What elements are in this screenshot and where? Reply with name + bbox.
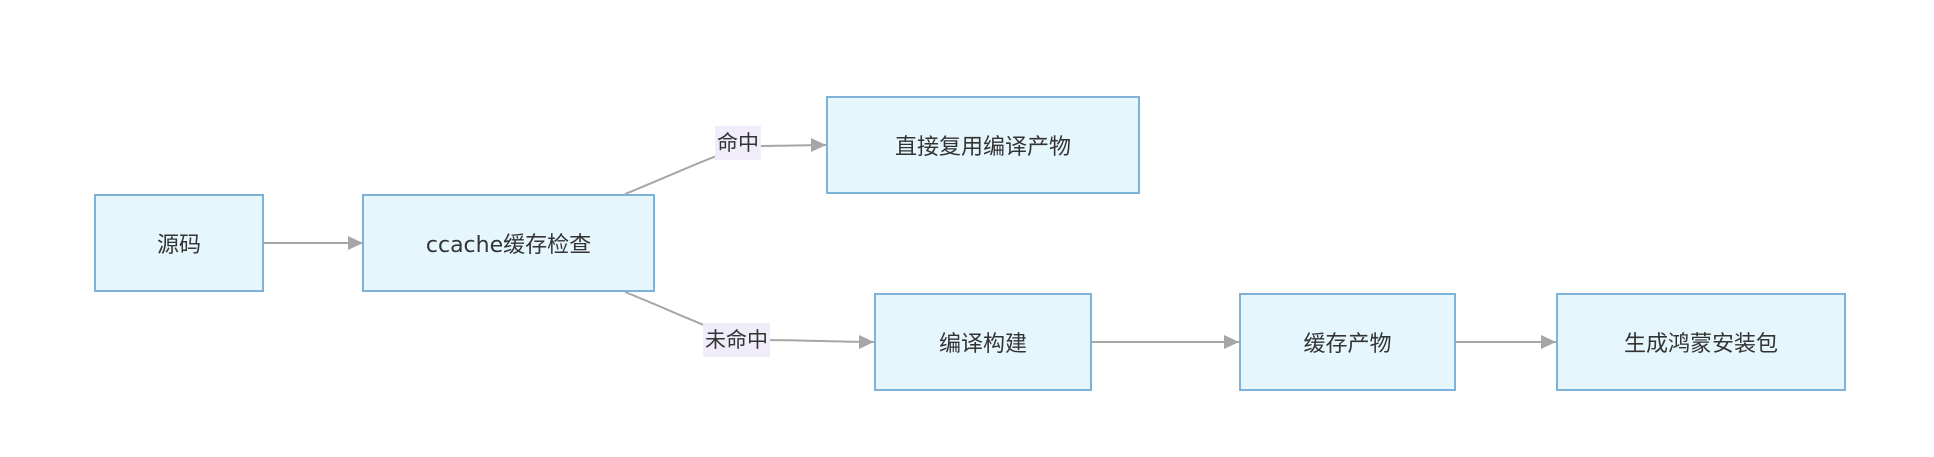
- edge-label-miss: 未命中: [703, 323, 770, 357]
- node-ccache-check-label: ccache缓存检查: [425, 233, 592, 258]
- node-compile-build: 编译构建: [874, 293, 1092, 391]
- node-reuse-artifacts-label: 直接复用编译产物: [894, 135, 1071, 160]
- node-compile-build-label: 编译构建: [938, 332, 1027, 357]
- node-generate-package-label: 生成鸿蒙安装包: [1623, 332, 1778, 357]
- node-cache-artifacts: 缓存产物: [1239, 293, 1456, 391]
- node-source: 源码: [94, 194, 264, 292]
- node-source-label: 源码: [156, 233, 201, 258]
- node-generate-package: 生成鸿蒙安装包: [1556, 293, 1846, 391]
- edge-label-hit: 命中: [715, 126, 761, 160]
- node-reuse-artifacts: 直接复用编译产物: [826, 96, 1140, 194]
- node-ccache-check: ccache缓存检查: [362, 194, 655, 292]
- node-cache-artifacts-label: 缓存产物: [1303, 332, 1392, 357]
